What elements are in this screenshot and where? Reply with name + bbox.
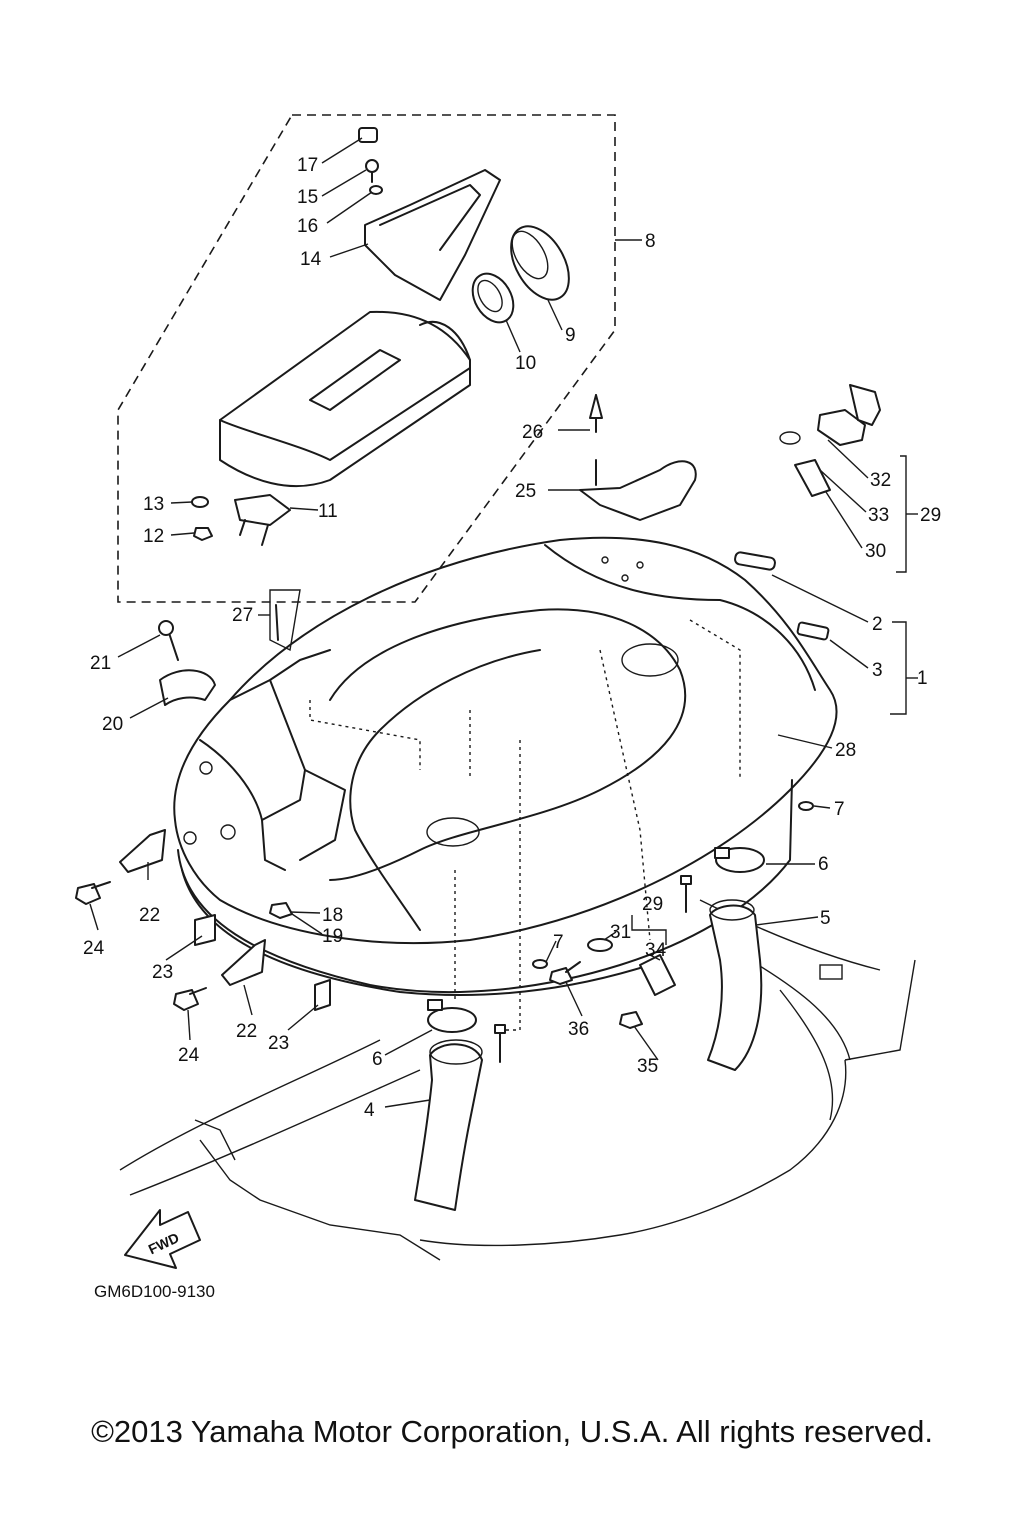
washer-16: [369, 185, 383, 195]
cover-20: [158, 620, 216, 706]
callout-19: 19: [322, 926, 343, 947]
hose-5: [707, 899, 763, 1071]
callout-27: 27: [232, 605, 253, 626]
plate-23-upper: [194, 914, 216, 946]
bolt-15: [365, 159, 379, 183]
callout-35: 35: [637, 1056, 658, 1077]
hinge-11: [234, 494, 291, 546]
copyright-notice: ©2013 Yamaha Motor Corporation, U.S.A. A…: [91, 1414, 933, 1449]
cover-top-right: [849, 384, 881, 426]
callout-22-upper: 22: [139, 905, 160, 926]
callout-10: 10: [515, 353, 536, 374]
bolt-24-lower: [173, 987, 207, 1011]
callout-36: 36: [568, 1019, 589, 1040]
nut-12: [193, 527, 213, 541]
callout-12: 12: [143, 526, 164, 547]
box-bracket-14: [364, 169, 501, 301]
nut-35: [619, 1011, 643, 1029]
plate-30: [794, 459, 831, 497]
callout-28: 28: [835, 740, 856, 761]
callout-29-upper: 29: [920, 505, 941, 526]
callout-labels: 1 2 3 4 5 6 6 7 7 8 9 10 11 12 13 14 15 …: [83, 155, 941, 1121]
callout-33: 33: [868, 505, 889, 526]
pad-3: [796, 621, 830, 641]
callout-6-left: 6: [372, 1049, 383, 1070]
callout-6-right: 6: [818, 854, 829, 875]
storage-box: [219, 310, 471, 488]
bolt-right-vertical: [680, 875, 692, 913]
strap-27: [269, 589, 301, 652]
callout-4: 4: [364, 1100, 375, 1121]
seal-ring-10: [471, 272, 515, 324]
callout-8: 8: [645, 231, 656, 252]
callout-2: 2: [872, 614, 883, 635]
callout-9: 9: [565, 325, 576, 346]
washer-13: [191, 496, 209, 508]
leader-lines: [89, 137, 918, 1108]
bolt-24-upper: [75, 881, 111, 905]
lower-hull: [119, 899, 916, 1261]
grab-handle-25: [579, 459, 697, 521]
callout-29-lower: 29: [642, 894, 663, 915]
callout-30: 30: [865, 541, 886, 562]
pin-26: [589, 394, 603, 433]
callout-7-right: 7: [834, 799, 845, 820]
callout-25: 25: [515, 481, 536, 502]
bracket-22-upper: [119, 829, 166, 873]
washer-7-left: [532, 959, 548, 969]
callout-1: 1: [917, 668, 928, 689]
callout-11: 11: [318, 501, 338, 522]
bolt-center: [494, 1024, 506, 1063]
callout-26: 26: [522, 422, 543, 443]
pad-2: [734, 551, 776, 571]
cap-17: [358, 127, 378, 143]
callout-16: 16: [297, 216, 318, 237]
plate-23-lower: [314, 979, 331, 1011]
callout-24-upper: 24: [83, 938, 105, 959]
storage-box-group-outline: [117, 114, 616, 603]
hose-clamp-6-left: [427, 999, 477, 1033]
callout-15: 15: [297, 187, 318, 208]
callout-13: 13: [143, 494, 164, 515]
gasket-31: [587, 938, 613, 952]
callout-20: 20: [102, 714, 123, 735]
hose-clamp-6-right: [714, 847, 765, 873]
bracket-32: [779, 409, 866, 446]
bolt-36: [549, 961, 581, 985]
callout-24-lower: 24: [178, 1045, 200, 1066]
callout-7-left: 7: [553, 932, 564, 953]
nut-19: [269, 902, 293, 919]
hose-4: [414, 1039, 483, 1211]
callout-14: 14: [300, 249, 322, 270]
callout-18: 18: [322, 905, 343, 926]
callout-17: 17: [297, 155, 318, 176]
fitting-34-plate: [639, 954, 676, 996]
callout-22-lower: 22: [236, 1021, 257, 1042]
callout-31: 31: [610, 922, 631, 943]
callout-32: 32: [870, 470, 891, 491]
drawing-code: GM6D100-9130: [94, 1282, 215, 1301]
callout-34: 34: [645, 940, 667, 961]
callout-21: 21: [90, 653, 111, 674]
callout-5: 5: [820, 908, 831, 929]
fwd-arrow-icon: FWD: [124, 1209, 201, 1269]
hull-body: [173, 536, 838, 1060]
washer-7-right: [798, 801, 814, 811]
callout-3: 3: [872, 660, 883, 681]
bracket-22-lower: [221, 939, 266, 986]
callout-23-upper: 23: [152, 962, 173, 983]
seal-ring-9: [510, 225, 570, 301]
callout-23-lower: 23: [268, 1033, 289, 1054]
